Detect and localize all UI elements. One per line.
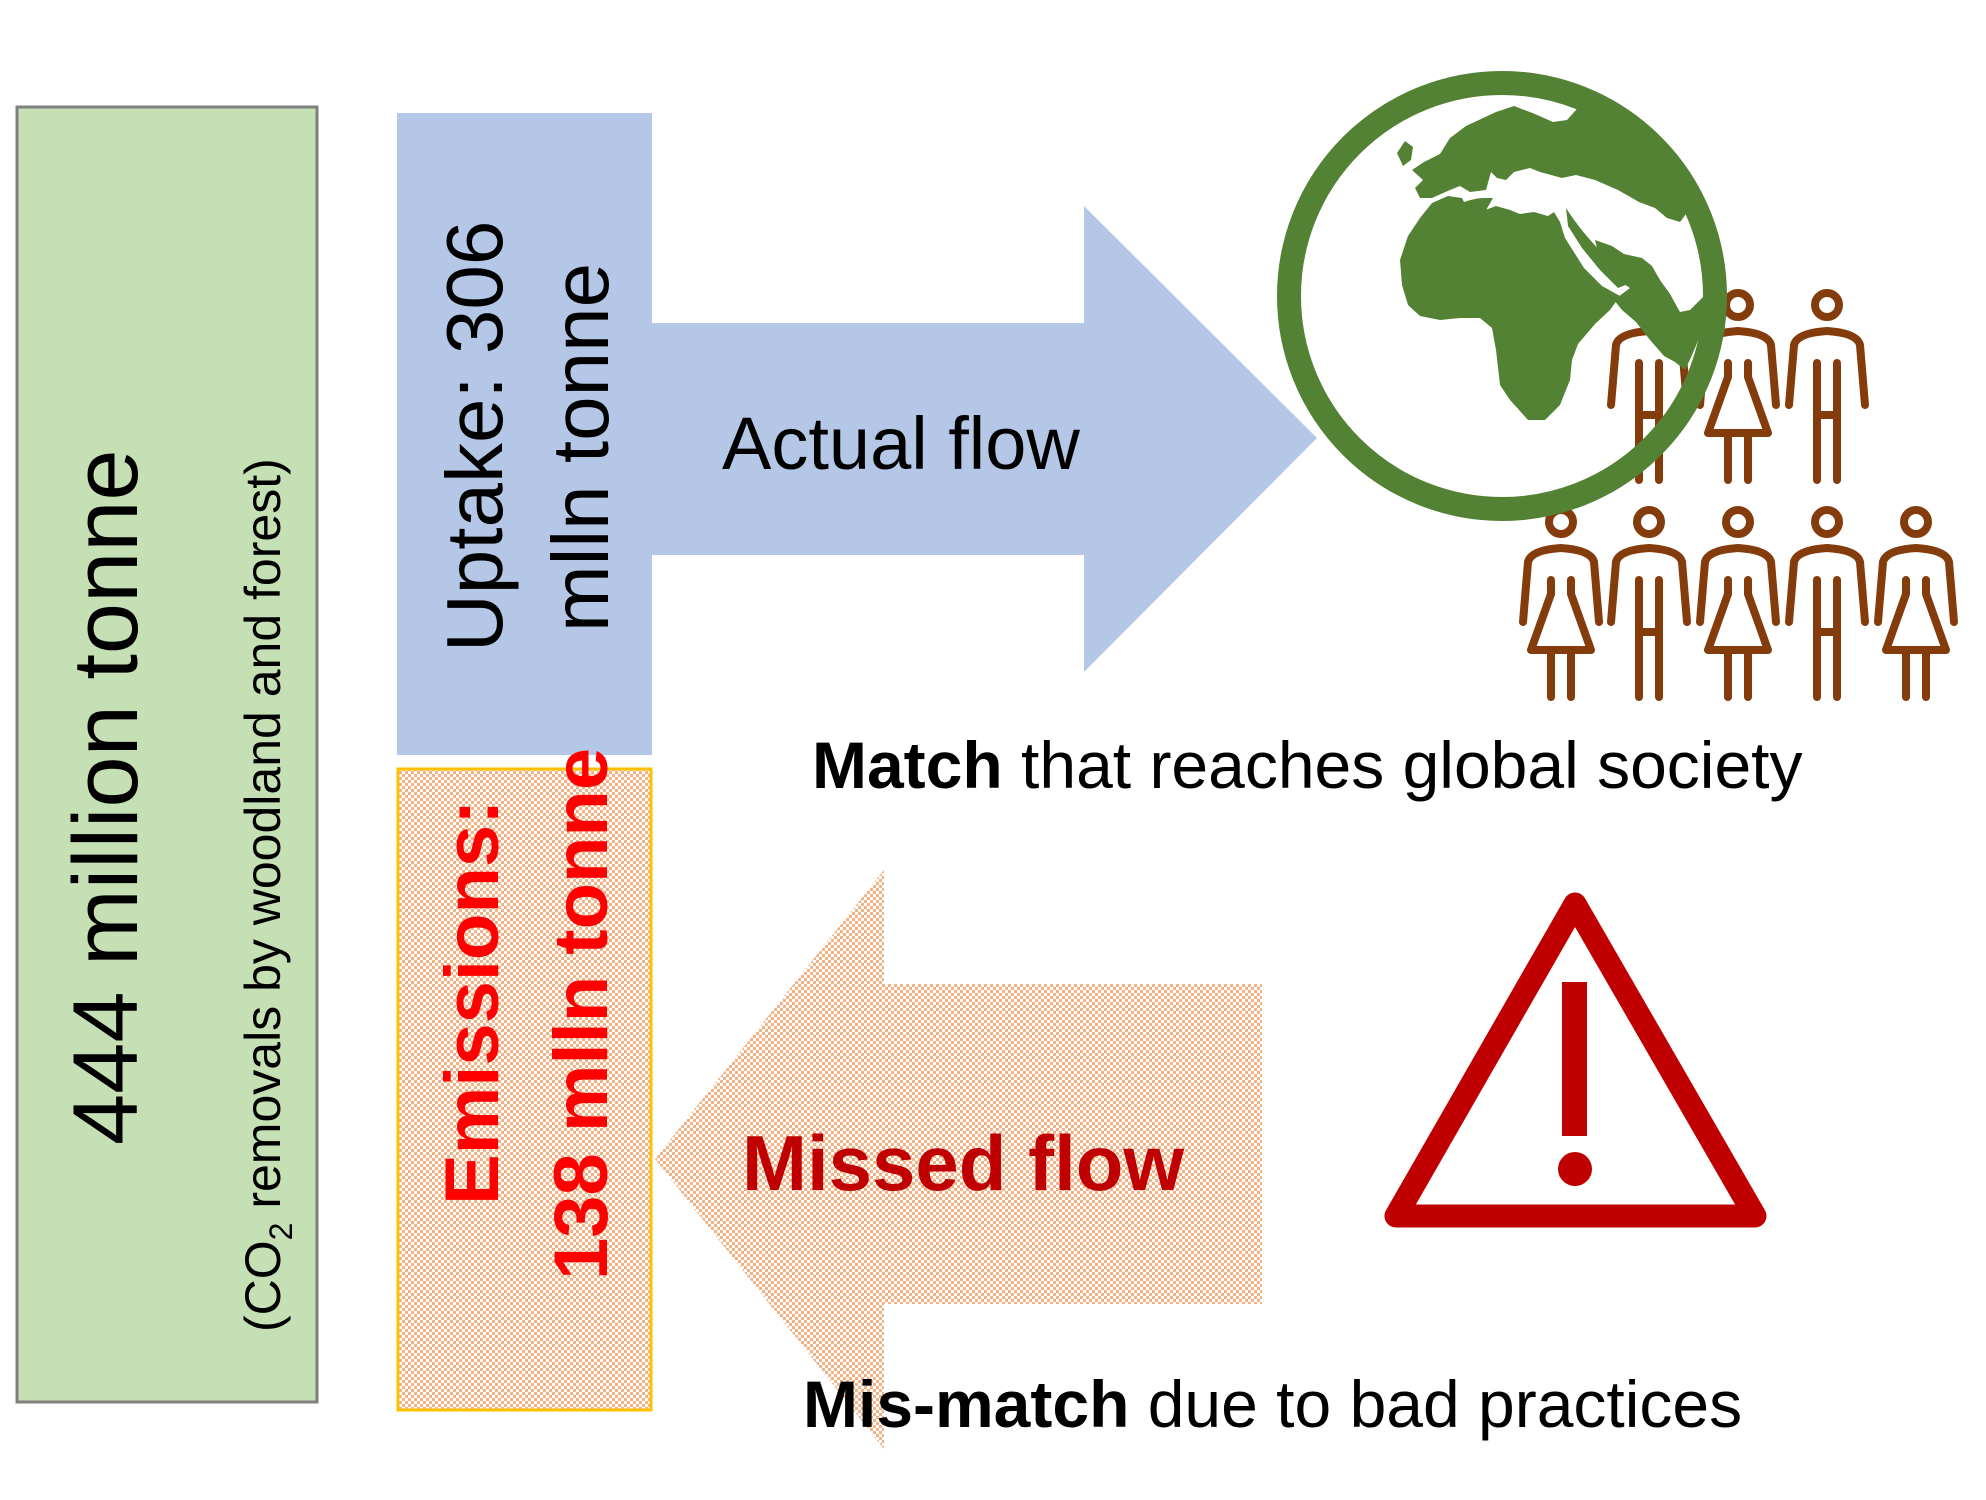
uptake-line-1: Uptake: 306: [430, 221, 519, 652]
missed-flow-label: Missed flow: [742, 1119, 1184, 1207]
woman-figure-icon: [1874, 506, 1958, 701]
missed-flow-arrow: Missed flow: [655, 870, 1262, 1449]
warning-triangle-icon: [1384, 892, 1767, 1228]
match-caption: Match that reaches global society: [812, 728, 1803, 802]
total-removals-value: 444 million tonne: [55, 449, 157, 1145]
woman-figure-icon: [1519, 506, 1603, 701]
woman-figure-icon: [1696, 506, 1780, 701]
total-removals-box: 444 million tonne (CO2 removals by woodl…: [15, 105, 319, 1404]
actual-flow-label: Actual flow: [722, 402, 1080, 485]
total-removals-subtitle: (CO2 removals by woodland and forest): [235, 458, 299, 1332]
uptake-line-2: mlln tonne: [536, 263, 625, 632]
people-icon: [1519, 289, 1958, 701]
mismatch-caption: Mis-match due to bad practices: [803, 1367, 1742, 1441]
man-figure-icon: [1785, 289, 1869, 484]
globe-icon: [1277, 71, 1727, 521]
emissions-box: Emissions: 138 mlln tonne: [396, 748, 653, 1412]
emissions-line-2: 138 mlln tonne: [539, 748, 624, 1280]
actual-flow-arrow: Actual flow: [640, 206, 1317, 672]
man-figure-icon: [1785, 506, 1869, 701]
emissions-line-1: Emissions:: [430, 800, 515, 1205]
uptake-box: Uptake: 306 mlln tonne: [397, 113, 652, 755]
man-figure-icon: [1607, 506, 1691, 701]
